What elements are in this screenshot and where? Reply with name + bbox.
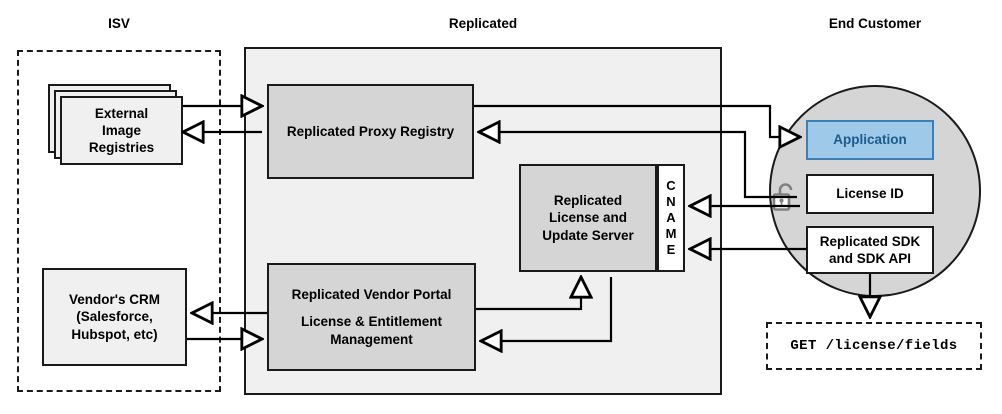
replicated-vendor-portal-node[interactable]: Replicated Vendor Portal License & Entit…	[267, 263, 476, 371]
replicated-license-update-server-node[interactable]: Replicated License and Update Server	[519, 164, 657, 272]
cname-letter-m: M	[665, 225, 677, 241]
vendors-crm-line3: Hubspot, etc)	[71, 326, 158, 342]
edge-proxy-to-application	[474, 104, 800, 137]
zone-title-isv: ISV	[108, 16, 130, 31]
unlocked-padlock-icon	[770, 181, 800, 213]
vendors-crm-node[interactable]: Vendor's CRM (Salesforce, Hubspot, etc)	[42, 268, 187, 366]
replicated-proxy-registry-node[interactable]: Replicated Proxy Registry	[267, 84, 474, 179]
cname-letter-c: C	[666, 178, 676, 194]
api-call-node[interactable]: GET /license/fields	[766, 322, 982, 370]
application-label: Application	[833, 132, 907, 148]
external-image-registries-node[interactable]: External Image Registries	[60, 96, 183, 165]
replicated-proxy-registry-label: Replicated Proxy Registry	[286, 123, 455, 139]
cname-letter-e: E	[666, 241, 676, 257]
edge-vendor-portal-to-license-server	[476, 277, 581, 311]
application-node[interactable]: Application	[806, 120, 934, 160]
cname-letter-n: N	[666, 194, 676, 210]
replicated-sdk-node[interactable]: Replicated SDK and SDK API	[806, 226, 934, 274]
replicated-sdk-line2: and SDK API	[828, 251, 911, 266]
external-image-registries-line3: Registries	[88, 140, 155, 156]
vendors-crm-line1: Vendor's CRM	[69, 292, 160, 308]
external-image-registries-line1: External	[94, 105, 149, 121]
api-call-label: GET /license/fields	[790, 338, 958, 354]
edge-application-to-proxy	[479, 132, 797, 199]
cname-letter-a: A	[666, 210, 676, 226]
replicated-sdk-line1: Replicated SDK	[819, 233, 921, 249]
license-update-server-line3: Update Server	[542, 227, 634, 243]
isv-zone-boundary	[17, 50, 221, 392]
vendors-crm-line2: (Salesforce,	[76, 309, 153, 325]
edge-license-server-to-vendor-portal	[481, 277, 613, 341]
zone-title-replicated: Replicated	[448, 16, 518, 31]
license-update-server-line2: License and	[548, 210, 628, 226]
external-image-registries-line2: Image	[101, 122, 142, 138]
vendor-portal-line1: Replicated Vendor Portal	[291, 287, 452, 303]
vendor-portal-line3: Management	[330, 331, 413, 347]
vendor-portal-line2: License & Entitlement	[300, 314, 443, 330]
license-id-node[interactable]: License ID	[806, 174, 934, 214]
zone-title-end-customer: End Customer	[828, 16, 922, 31]
cname-strip: C N A M E	[657, 164, 685, 272]
license-update-server-line1: Replicated	[553, 193, 623, 209]
license-id-label: License ID	[836, 186, 904, 202]
